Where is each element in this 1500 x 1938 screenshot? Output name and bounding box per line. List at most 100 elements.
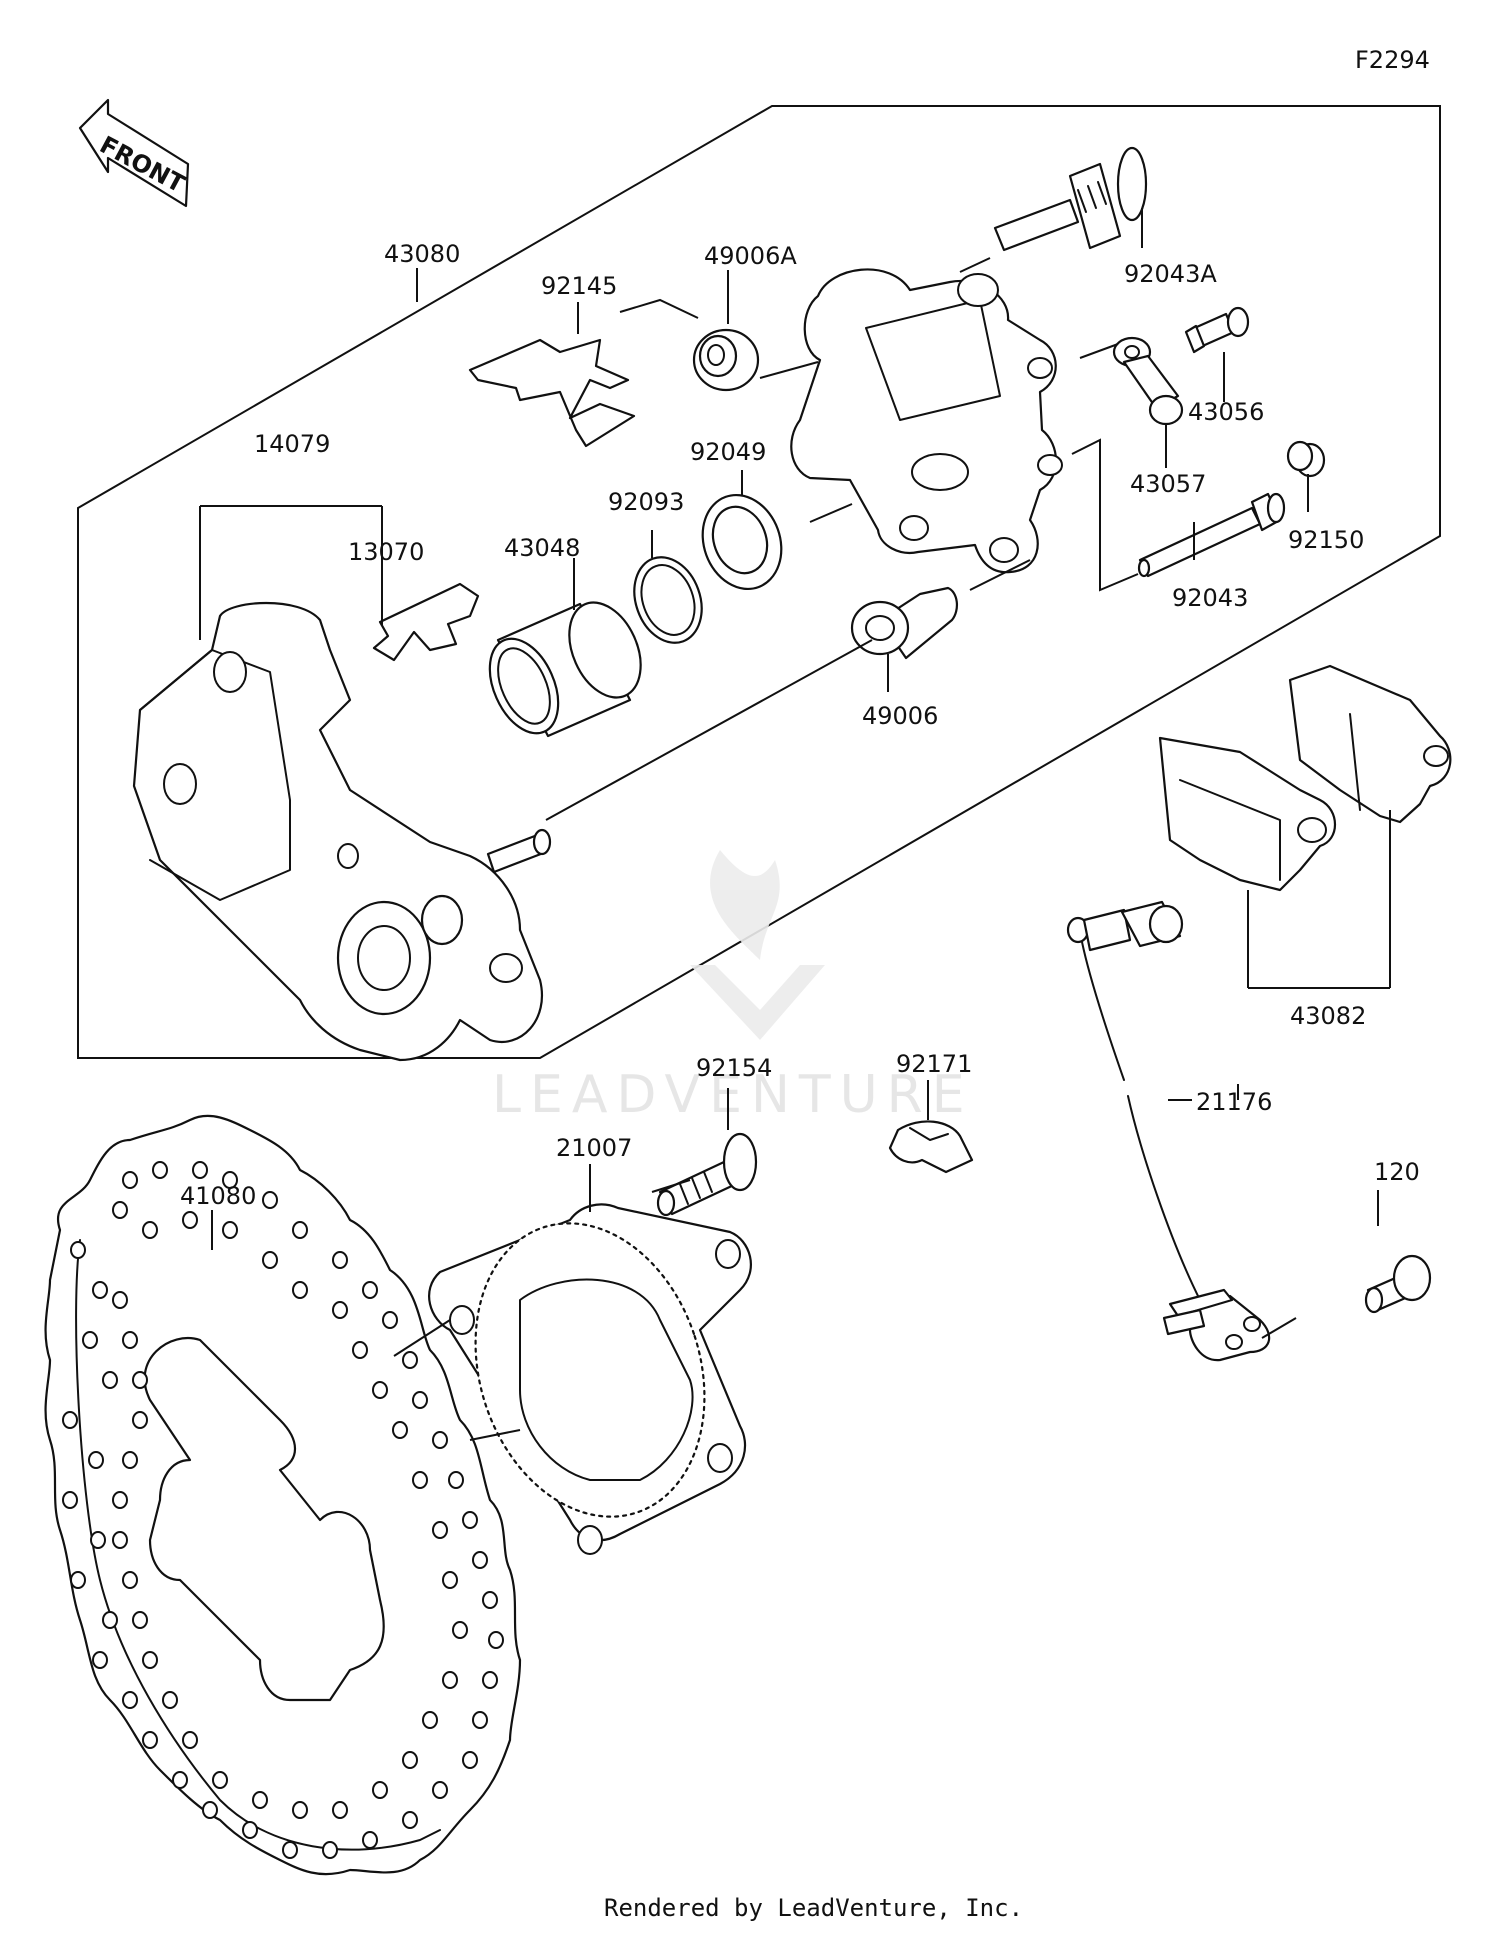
abs-sensor-21176 bbox=[1066, 900, 1271, 1362]
callout-92154: 92154 bbox=[696, 1054, 772, 1082]
seal-92093 bbox=[633, 556, 703, 644]
pad-clip-13070 bbox=[372, 582, 480, 662]
disc-hole bbox=[132, 1411, 148, 1429]
disc-hole bbox=[122, 1331, 138, 1349]
callout-13070: 13070 bbox=[348, 538, 424, 566]
callout-43056: 43056 bbox=[1188, 398, 1264, 426]
disc-hole bbox=[372, 1781, 388, 1799]
disc-hole bbox=[112, 1531, 128, 1549]
callout-21176: 21176 bbox=[1196, 1088, 1272, 1116]
disc-hole bbox=[222, 1171, 238, 1189]
disc-holes bbox=[62, 1161, 504, 1859]
bleeder-valve-43056 bbox=[1184, 306, 1250, 354]
disc-hole bbox=[442, 1671, 458, 1689]
disc-hole bbox=[352, 1341, 368, 1359]
disc-hole bbox=[322, 1841, 338, 1859]
callout-49006: 49006 bbox=[862, 702, 938, 730]
clamp-92171 bbox=[888, 1120, 974, 1174]
disc-hole bbox=[62, 1411, 78, 1429]
disc-hole bbox=[132, 1371, 148, 1389]
disc-hole bbox=[212, 1771, 228, 1789]
disc-hole bbox=[90, 1531, 106, 1549]
disc-hole bbox=[112, 1491, 128, 1509]
caliper-kit-outline bbox=[77, 105, 1441, 1059]
seal-92049 bbox=[701, 493, 783, 591]
callout-21007: 21007 bbox=[556, 1134, 632, 1162]
callout-43048: 43048 bbox=[504, 534, 580, 562]
callout-92043: 92043 bbox=[1172, 584, 1248, 612]
disc-hole bbox=[70, 1571, 86, 1589]
callout-92145: 92145 bbox=[541, 272, 617, 300]
disc-hole bbox=[292, 1801, 308, 1819]
disc-hole bbox=[112, 1291, 128, 1309]
disc-hole bbox=[402, 1751, 418, 1769]
disc-hole bbox=[152, 1161, 168, 1179]
disc-hole bbox=[142, 1221, 158, 1239]
callout-41080: 41080 bbox=[180, 1182, 256, 1210]
piston-43048 bbox=[488, 601, 642, 738]
disc-hole bbox=[472, 1551, 488, 1569]
disc-hole bbox=[172, 1771, 188, 1789]
disc-hole bbox=[448, 1471, 464, 1489]
callout-43080: 43080 bbox=[384, 240, 460, 268]
disc-hole bbox=[70, 1241, 86, 1259]
disc-hole bbox=[112, 1201, 128, 1219]
callout-43057: 43057 bbox=[1130, 470, 1206, 498]
disc-hole bbox=[462, 1511, 478, 1529]
callout-49006a: 49006A bbox=[704, 242, 797, 270]
disc-hole bbox=[282, 1841, 298, 1859]
disc-hole bbox=[182, 1731, 198, 1749]
disc-hole bbox=[202, 1801, 218, 1819]
callout-92093: 92093 bbox=[608, 488, 684, 516]
callout-92150: 92150 bbox=[1288, 526, 1364, 554]
disc-hole bbox=[122, 1691, 138, 1709]
disc-hole bbox=[442, 1571, 458, 1589]
disc-hole bbox=[402, 1351, 418, 1369]
disc-hole bbox=[192, 1161, 208, 1179]
disc-hole bbox=[362, 1831, 378, 1849]
disc-hole bbox=[62, 1491, 78, 1509]
bolt-92154 bbox=[656, 1132, 758, 1217]
callout-43082: 43082 bbox=[1290, 1002, 1366, 1030]
disc-hole bbox=[432, 1431, 448, 1449]
leader-lines bbox=[199, 208, 1391, 1441]
disc-hole bbox=[422, 1711, 438, 1729]
disc-hole bbox=[488, 1631, 504, 1649]
disc-hole bbox=[432, 1521, 448, 1539]
disc-hole bbox=[88, 1451, 104, 1469]
disc-hole bbox=[142, 1651, 158, 1669]
callout-120: 120 bbox=[1374, 1158, 1420, 1186]
disc-hole bbox=[262, 1191, 278, 1209]
disc-hole bbox=[122, 1451, 138, 1469]
callout-92043a: 92043A bbox=[1124, 260, 1217, 288]
disc-hole bbox=[122, 1171, 138, 1189]
disc-hole bbox=[292, 1281, 308, 1299]
disc-hole bbox=[162, 1691, 178, 1709]
brake-pads-43082 bbox=[1158, 664, 1452, 892]
disc-hole bbox=[452, 1621, 468, 1639]
disc-hole bbox=[142, 1731, 158, 1749]
disc-hole bbox=[182, 1211, 198, 1229]
callout-92171: 92171 bbox=[896, 1050, 972, 1078]
caliper-bracket-14079 bbox=[132, 602, 552, 1062]
disc-hole bbox=[132, 1611, 148, 1629]
disc-hole bbox=[482, 1591, 498, 1609]
disc-hole bbox=[392, 1421, 408, 1439]
disc-hole bbox=[92, 1281, 108, 1299]
bolt-120 bbox=[1364, 1254, 1432, 1314]
boot-49006 bbox=[850, 586, 958, 660]
cap-92150 bbox=[1286, 440, 1326, 478]
disc-hole bbox=[292, 1221, 308, 1239]
pin-92043 bbox=[1137, 492, 1286, 578]
pad-spring-92145 bbox=[468, 338, 636, 448]
sensor-rotor-21007 bbox=[428, 1203, 752, 1555]
disc-hole bbox=[82, 1331, 98, 1349]
disc-hole bbox=[252, 1791, 268, 1809]
brake-disc-41080 bbox=[44, 1114, 522, 1876]
disc-hole bbox=[332, 1801, 348, 1819]
front-arrow-icon: FRONT bbox=[78, 98, 190, 208]
leadventure-watermark: LEADVENTURE bbox=[492, 850, 965, 1125]
bleeder-cap-43057 bbox=[1112, 336, 1184, 426]
disc-hole bbox=[122, 1571, 138, 1589]
disc-hole bbox=[372, 1381, 388, 1399]
